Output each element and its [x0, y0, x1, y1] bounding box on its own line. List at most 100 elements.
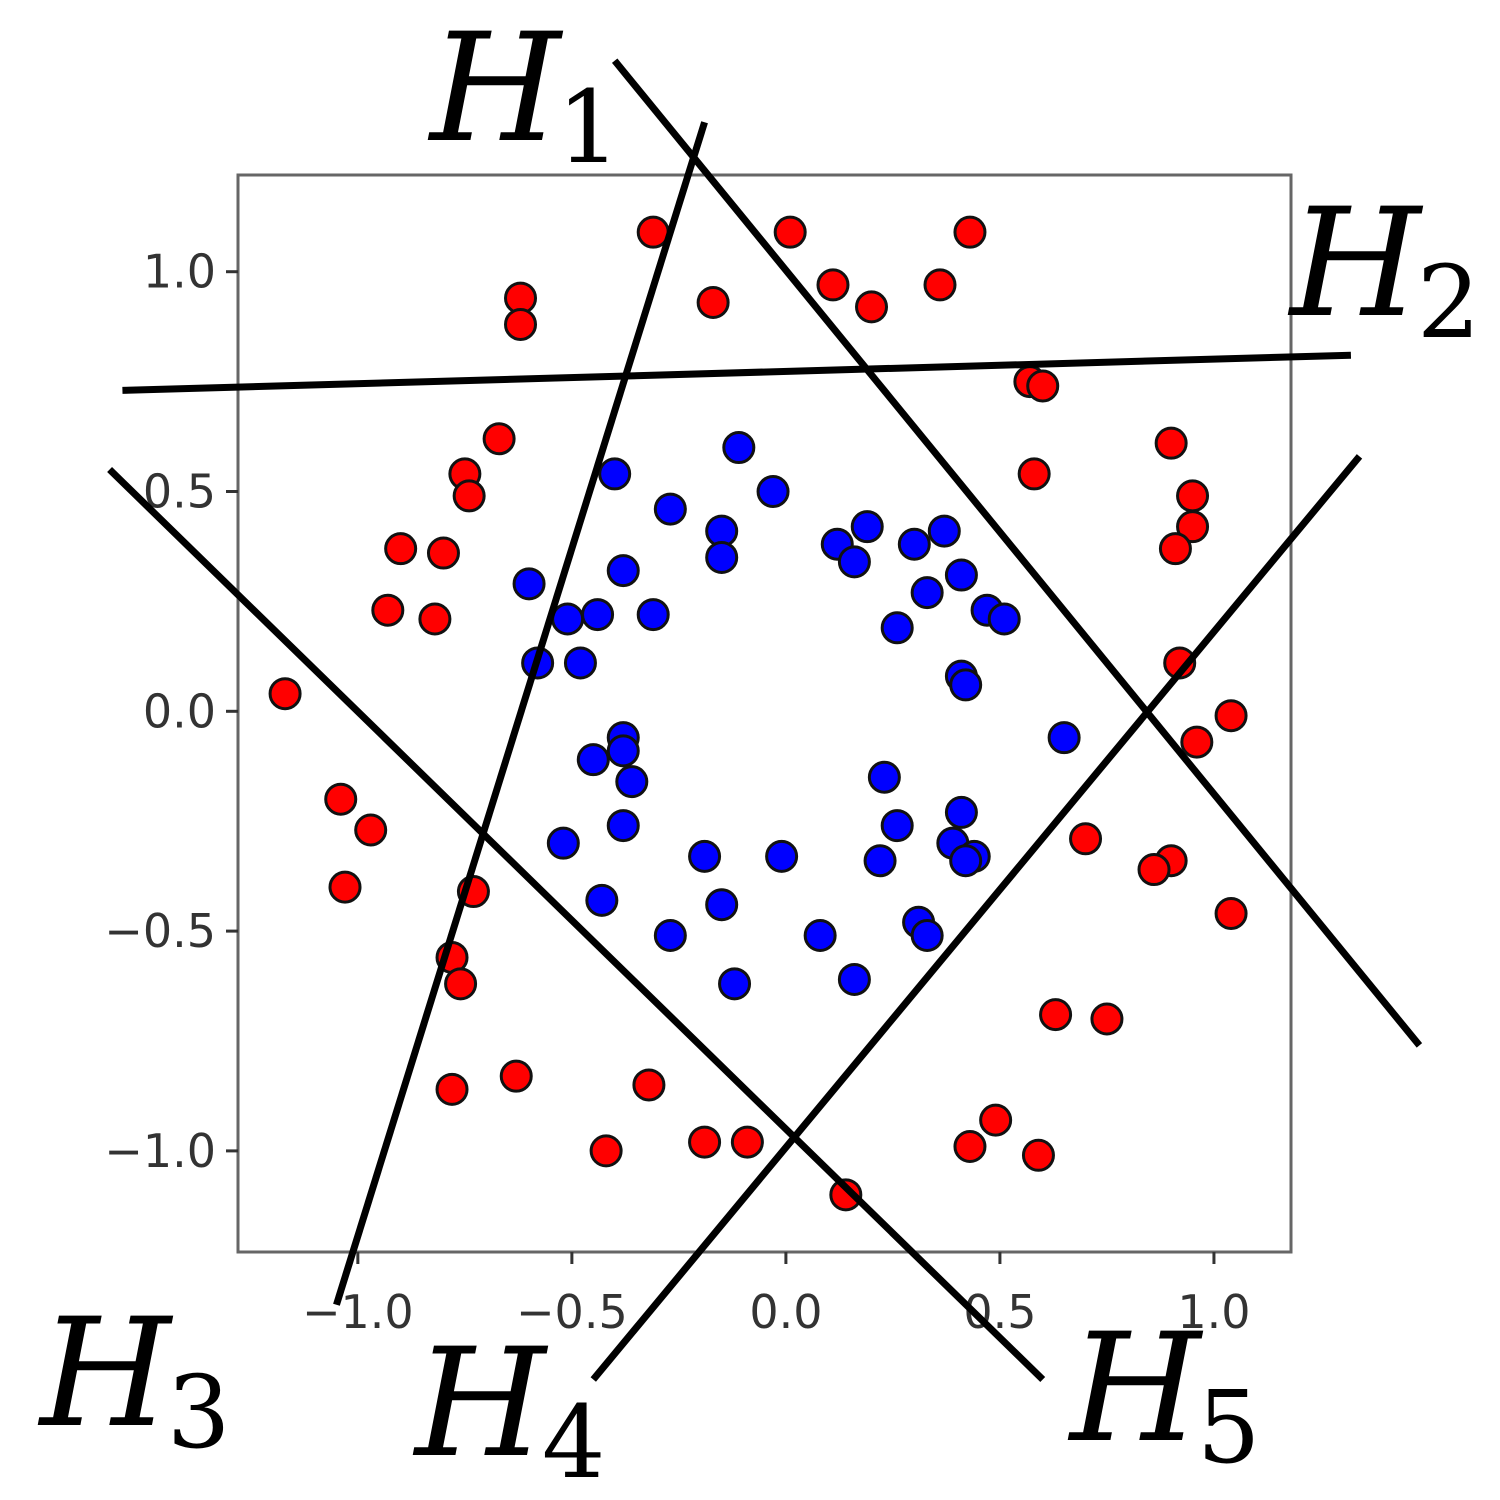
- hyperplane-line: [611, 58, 1423, 1048]
- hyperplane-line: [333, 121, 708, 1306]
- data-point: [606, 734, 640, 768]
- data-point: [551, 602, 585, 636]
- data-point: [979, 1103, 1013, 1137]
- data-point: [1158, 532, 1192, 566]
- data-point: [1176, 510, 1210, 544]
- data-point: [1069, 822, 1103, 856]
- hyperplane-label: H5: [1067, 1302, 1260, 1486]
- hyperplane-line: [590, 454, 1363, 1382]
- data-point: [705, 540, 739, 574]
- hyperplane-label: H2: [1287, 177, 1480, 361]
- data-point: [867, 760, 901, 794]
- x-tick-label: −1.0: [302, 1285, 414, 1339]
- hyperplane-line: [122, 351, 1352, 394]
- data-point: [756, 475, 790, 509]
- data-point: [606, 809, 640, 843]
- y-tick-label: −0.5: [104, 904, 216, 958]
- y-tick-label: 1.0: [143, 245, 216, 299]
- data-point: [837, 962, 871, 996]
- data-point: [923, 268, 957, 302]
- data-point: [855, 290, 889, 324]
- data-point: [850, 510, 884, 544]
- data-point: [444, 967, 478, 1001]
- data-point: [863, 844, 897, 878]
- data-point: [718, 967, 752, 1001]
- y-axis-ticks: 1.00.50.0−0.5−1.0: [104, 245, 238, 1178]
- x-tick-label: 1.0: [1177, 1285, 1250, 1339]
- data-point: [944, 795, 978, 829]
- data-point: [837, 545, 871, 579]
- data-point: [585, 883, 619, 917]
- data-point: [499, 1059, 533, 1093]
- data-point: [636, 598, 670, 632]
- data-point: [653, 918, 687, 952]
- data-point: [730, 1125, 764, 1159]
- data-point: [880, 809, 914, 843]
- data-point: [546, 826, 580, 860]
- data-point: [927, 514, 961, 548]
- data-point: [1137, 853, 1171, 887]
- data-point: [512, 567, 546, 601]
- data-point: [418, 602, 452, 636]
- data-point: [773, 215, 807, 249]
- data-point: [803, 918, 837, 952]
- data-point: [1017, 457, 1051, 491]
- data-point: [384, 532, 418, 566]
- data-point: [1047, 721, 1081, 755]
- data-point: [371, 593, 405, 627]
- y-tick-label: 0.0: [143, 684, 216, 738]
- hyperplane-label: H1: [427, 2, 620, 186]
- data-points: [268, 215, 1248, 1212]
- data-point: [589, 1134, 623, 1168]
- data-point: [688, 1125, 722, 1159]
- data-point: [452, 479, 486, 513]
- data-point: [426, 536, 460, 570]
- data-point: [722, 431, 756, 465]
- data-point: [944, 558, 978, 592]
- data-point: [1154, 426, 1188, 460]
- data-point: [880, 611, 914, 645]
- hyperplane-label: H4: [412, 1317, 605, 1500]
- data-point: [1180, 725, 1214, 759]
- data-point: [1176, 479, 1210, 513]
- data-point: [765, 839, 799, 873]
- data-point: [632, 1068, 666, 1102]
- data-point: [606, 554, 640, 588]
- data-point: [705, 888, 739, 922]
- data-point: [504, 307, 538, 341]
- data-point: [910, 576, 944, 610]
- data-point: [1214, 699, 1248, 733]
- data-point: [953, 215, 987, 249]
- data-point: [581, 598, 615, 632]
- data-point: [328, 870, 362, 904]
- data-point: [324, 782, 358, 816]
- data-point: [1021, 1138, 1055, 1172]
- data-point: [696, 285, 730, 319]
- data-point: [953, 1129, 987, 1163]
- data-point: [910, 918, 944, 952]
- hyperplane-label: H3: [37, 1287, 230, 1471]
- x-tick-label: 0.0: [749, 1285, 822, 1339]
- data-point: [268, 677, 302, 711]
- data-point: [1026, 369, 1060, 403]
- hyperplane-line: [107, 467, 1046, 1382]
- data-point: [598, 457, 632, 491]
- data-point: [816, 268, 850, 302]
- data-point: [354, 813, 388, 847]
- data-point: [1090, 1002, 1124, 1036]
- data-point: [563, 646, 597, 680]
- x-tick-label: −0.5: [516, 1285, 628, 1339]
- data-point: [688, 839, 722, 873]
- data-point: [1039, 998, 1073, 1032]
- y-tick-label: −1.0: [104, 1124, 216, 1178]
- data-point: [615, 765, 649, 799]
- data-point: [576, 743, 610, 777]
- data-point: [897, 527, 931, 561]
- data-point: [1214, 897, 1248, 931]
- plot-frame: [236, 173, 1293, 1254]
- data-point: [435, 1072, 469, 1106]
- data-point: [949, 668, 983, 702]
- data-point: [482, 422, 516, 456]
